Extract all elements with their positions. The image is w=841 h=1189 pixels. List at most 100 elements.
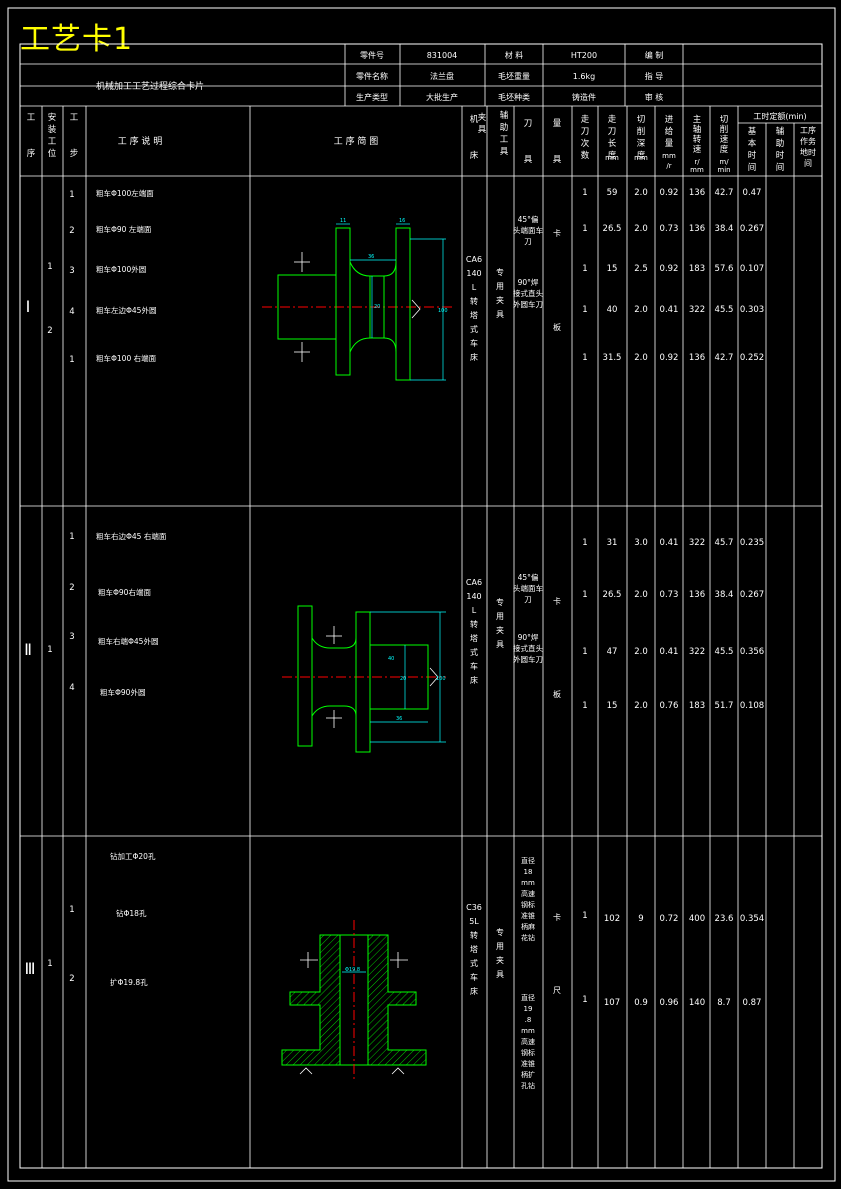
p1-machine-char: L: [472, 283, 477, 292]
p2-feed: 0.73: [660, 590, 679, 600]
p1-speed: 136: [689, 224, 705, 234]
p1-feed: 0.92: [660, 188, 679, 198]
header-cells: 零件号 831004 材 料 HT200 编 制 零件名称 法兰盘 毛坯重量 1…: [356, 50, 663, 102]
col-basic-time-char: 本: [748, 138, 757, 149]
p3-cutter-1-line: 准锥: [521, 911, 535, 920]
p3-step-desc: 钻Φ18孔: [116, 908, 147, 918]
p2-length: 26.5: [603, 590, 622, 600]
p1-length: 15: [607, 264, 618, 274]
p2-speed: 136: [689, 590, 705, 600]
col-aux-tool-char: 具: [500, 147, 509, 157]
p2-machine-char: 140: [466, 592, 481, 601]
col-speed-unit: r/: [694, 158, 700, 166]
part-name-value: 法兰盘: [430, 71, 454, 81]
p3-basic-time: 0.87: [743, 998, 762, 1008]
col-aux-time-char: 间: [776, 163, 785, 173]
outer-frame: [7, 7, 836, 1182]
col-setup-char: 装: [48, 124, 57, 135]
s2-dim-2: 20: [400, 676, 406, 682]
s1-dim-1: 11: [340, 218, 346, 224]
col-aux-tool-char: 辅: [500, 110, 509, 121]
p1-passes: 1: [582, 224, 587, 234]
col-aux-tool-char: 助: [500, 122, 509, 133]
p2-step-desc: 粗车右端Φ45外圆: [98, 636, 158, 646]
process-1-setup-1: 1: [47, 262, 52, 272]
p1-cut-speed: 45.5: [715, 305, 734, 315]
col-passes-char: 刀: [581, 127, 590, 137]
col-cut-speed-char: 削: [720, 124, 729, 135]
part-no-value: 831004: [427, 51, 458, 60]
p1-step-no: 2: [69, 226, 74, 236]
p1-feed: 0.92: [660, 353, 679, 363]
p2-feed: 0.41: [660, 647, 679, 657]
p1-cutter-1-line: 头端面车: [513, 225, 543, 235]
process-1-roman: Ⅰ: [26, 297, 31, 316]
p3-machine-char: 车: [470, 972, 478, 982]
p1-depth: 2.0: [634, 305, 648, 315]
p2-basic-time: 0.356: [740, 647, 764, 657]
sketch-3: Φ19.8: [281, 920, 427, 1082]
col-cut-unit2: min: [717, 166, 730, 174]
sketch-1: 11 16 36 20 100: [262, 218, 452, 381]
p2-step-no: 1: [69, 532, 74, 542]
col-aux-tool-char: 工: [500, 135, 509, 145]
col-process-char: 序: [27, 148, 36, 159]
p2-fixture-char: 具: [496, 640, 504, 649]
p1-passes: 1: [582, 305, 587, 315]
col-machine: 机床: [470, 114, 479, 161]
column-headers: 工序安装工位工步量具刀具走刀次数机床辅助工具夹具走刀长度mm切削深度mm进给量m…: [27, 110, 816, 174]
col-speed-char: 速: [693, 145, 702, 155]
review-label: 审 核: [645, 92, 664, 102]
p2-machine-char: 床: [470, 675, 478, 685]
col-feed-unit2: /r: [666, 162, 671, 170]
p1-step-no: 3: [69, 266, 74, 276]
p3-speed: 140: [689, 998, 705, 1008]
p3-cutter-1-line: 18: [524, 868, 533, 876]
p3-fixture-char: 夹: [496, 955, 504, 965]
p3-length: 102: [604, 914, 620, 924]
process-3-setup-1: 1: [47, 959, 52, 969]
col-depth-char: 深: [637, 139, 646, 149]
col-passes-char: 走: [581, 115, 590, 125]
col-description: 工 序 说 明: [118, 135, 163, 147]
p2-cut-speed: 51.7: [715, 701, 734, 711]
p2-gauge-2: 板: [553, 689, 561, 699]
p2-cutter-2-line: 外圆车刀: [513, 654, 543, 664]
p3-cut-speed: 23.6: [715, 914, 734, 924]
p2-machine-char: CA6: [466, 578, 482, 587]
col-speed-char: 主: [693, 114, 702, 125]
col-length-char: 长: [608, 138, 617, 149]
blank-type-label: 毛坯种类: [498, 92, 530, 102]
p1-cut-speed: 38.4: [715, 224, 734, 234]
p2-feed: 0.41: [660, 538, 679, 548]
compile-label: 编 制: [645, 50, 664, 60]
p3-cutter-2-line: 准锥: [521, 1059, 535, 1068]
p3-machine-char: 转: [470, 930, 478, 940]
p2-cutter-1-line: 刀: [524, 595, 532, 604]
p3-basic-time: 0.354: [740, 914, 764, 924]
p3-cutter-1-line: 柄麻: [521, 922, 535, 931]
p1-cutter-2-line: 接式直头: [513, 288, 543, 298]
p2-machine-char: 塔: [470, 633, 478, 643]
production-value: 大批生产: [426, 92, 458, 102]
p1-basic-time: 0.107: [740, 264, 764, 274]
p1-cut-speed: 57.6: [715, 264, 734, 274]
p1-machine-char: 塔: [470, 310, 478, 320]
col-setup-char: 工: [48, 137, 57, 147]
p2-step-no: 4: [69, 683, 74, 693]
s3-dim-1: Φ19.8: [345, 967, 360, 973]
p2-cutter-1-line: 45°偏: [518, 572, 539, 582]
p2-length: 47: [607, 647, 618, 657]
p3-feed: 0.72: [660, 914, 679, 924]
col-machine-char: 机: [470, 114, 479, 125]
p1-fixture-char: 夹: [496, 295, 504, 305]
col-depth-char: 度: [637, 150, 646, 161]
col-machine-char: 床: [470, 150, 479, 161]
